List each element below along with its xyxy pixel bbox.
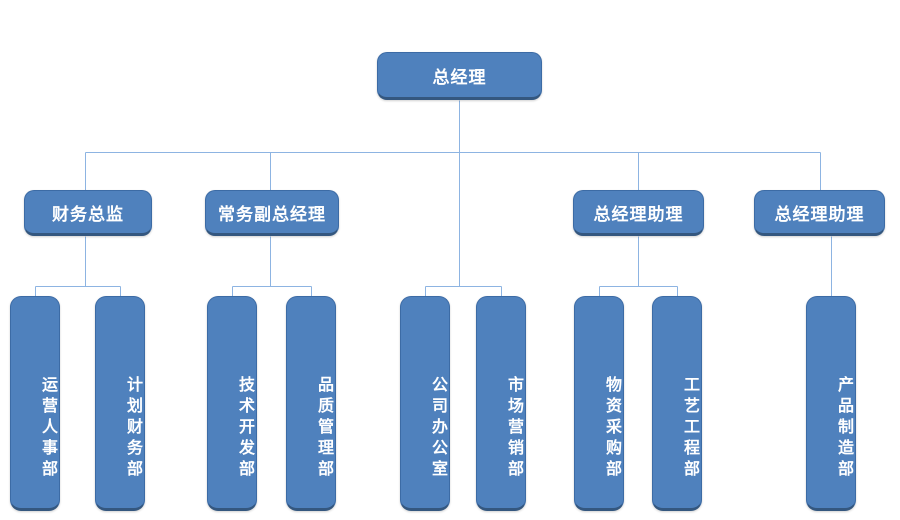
org-node-label-dept3: 技术开发部 <box>236 376 253 481</box>
org-node-label-asst2: 总经理助理 <box>774 204 865 224</box>
org-node-label-ceo: 总经理 <box>432 67 487 87</box>
org-node-dept7[interactable]: 物资采购部 <box>574 296 624 511</box>
org-node-label-dept2: 计划财务部 <box>124 376 141 481</box>
org-node-evp[interactable]: 常务副总经理 <box>205 190 339 236</box>
org-node-dept1[interactable]: 运营人事部 <box>10 296 60 511</box>
org-node-label-evp: 常务副总经理 <box>218 204 326 224</box>
org-node-dept6[interactable]: 市场营销部 <box>476 296 526 511</box>
org-node-dept9[interactable]: 产品制造部 <box>806 296 856 511</box>
org-node-dept4[interactable]: 品质管理部 <box>286 296 336 511</box>
org-node-dept2[interactable]: 计划财务部 <box>95 296 145 511</box>
org-node-dept3[interactable]: 技术开发部 <box>207 296 257 511</box>
org-node-label-dept5: 公司办公室 <box>429 376 446 481</box>
org-node-label-cfo: 财务总监 <box>52 204 124 224</box>
org-node-label-dept4: 品质管理部 <box>315 376 332 481</box>
org-node-dept8[interactable]: 工艺工程部 <box>652 296 702 511</box>
org-node-label-dept9: 产品制造部 <box>835 376 852 481</box>
org-node-asst2[interactable]: 总经理助理 <box>754 190 885 236</box>
org-node-asst1[interactable]: 总经理助理 <box>573 190 704 236</box>
org-node-cfo[interactable]: 财务总监 <box>24 190 152 236</box>
org-node-label-dept8: 工艺工程部 <box>681 376 698 481</box>
org-node-ceo[interactable]: 总经理 <box>377 52 542 100</box>
org-node-dept5[interactable]: 公司办公室 <box>400 296 450 511</box>
org-node-label-dept6: 市场营销部 <box>505 376 522 481</box>
org-node-label-dept1: 运营人事部 <box>39 376 56 481</box>
org-node-label-dept7: 物资采购部 <box>603 376 620 481</box>
org-node-label-asst1: 总经理助理 <box>593 204 684 224</box>
